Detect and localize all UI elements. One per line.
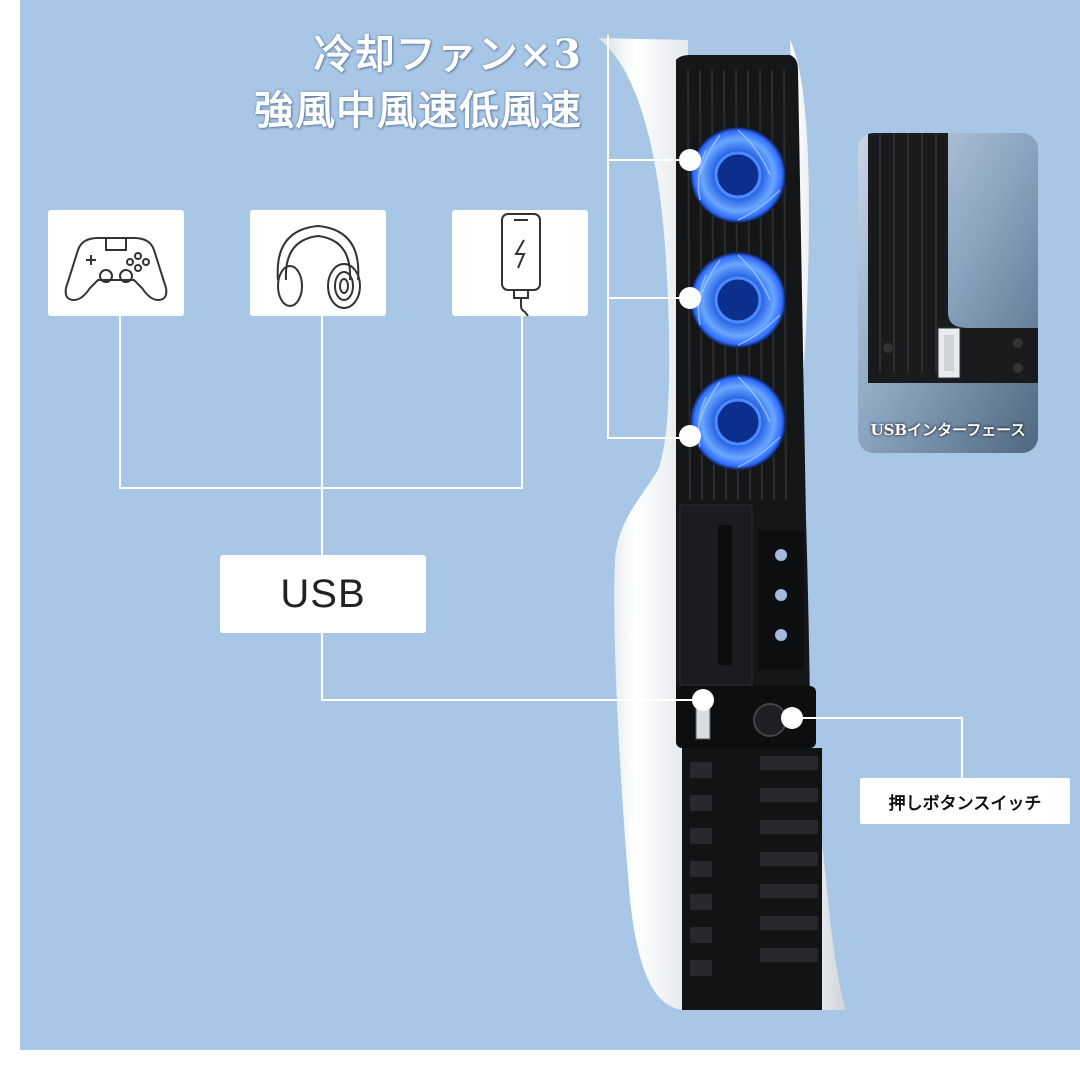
product-image-panel: 冷却ファン×3 強風中風速低風速 bbox=[20, 0, 1080, 1050]
push-switch-label: 押しボタンスイッチ bbox=[860, 778, 1070, 824]
console-right-shell bbox=[790, 40, 846, 1010]
lower-panel bbox=[679, 504, 753, 686]
gamepad-card bbox=[48, 210, 184, 316]
console-cooler-illustration bbox=[119, 35, 963, 1010]
console-left-shell bbox=[598, 38, 688, 1010]
heading-fan-count: 冷却ファン×3 bbox=[313, 31, 582, 78]
cooling-fan-3 bbox=[690, 374, 786, 470]
heading-fan-speeds: 強風中風速低風速 bbox=[254, 87, 582, 134]
cooling-fan-2 bbox=[690, 252, 786, 348]
phone-charging-icon bbox=[501, 213, 541, 316]
phone-charging-card bbox=[452, 210, 588, 316]
headphones-icon bbox=[276, 224, 361, 309]
usb-interface-inset bbox=[858, 133, 1038, 453]
usb-label: USB bbox=[220, 555, 426, 633]
headphones-card bbox=[250, 210, 386, 316]
usb-interface-photo bbox=[858, 133, 1038, 453]
gamepad-icon bbox=[64, 237, 168, 302]
usb-interface-label: USBインターフェース bbox=[870, 420, 1026, 439]
cooling-fan-1 bbox=[690, 127, 786, 223]
